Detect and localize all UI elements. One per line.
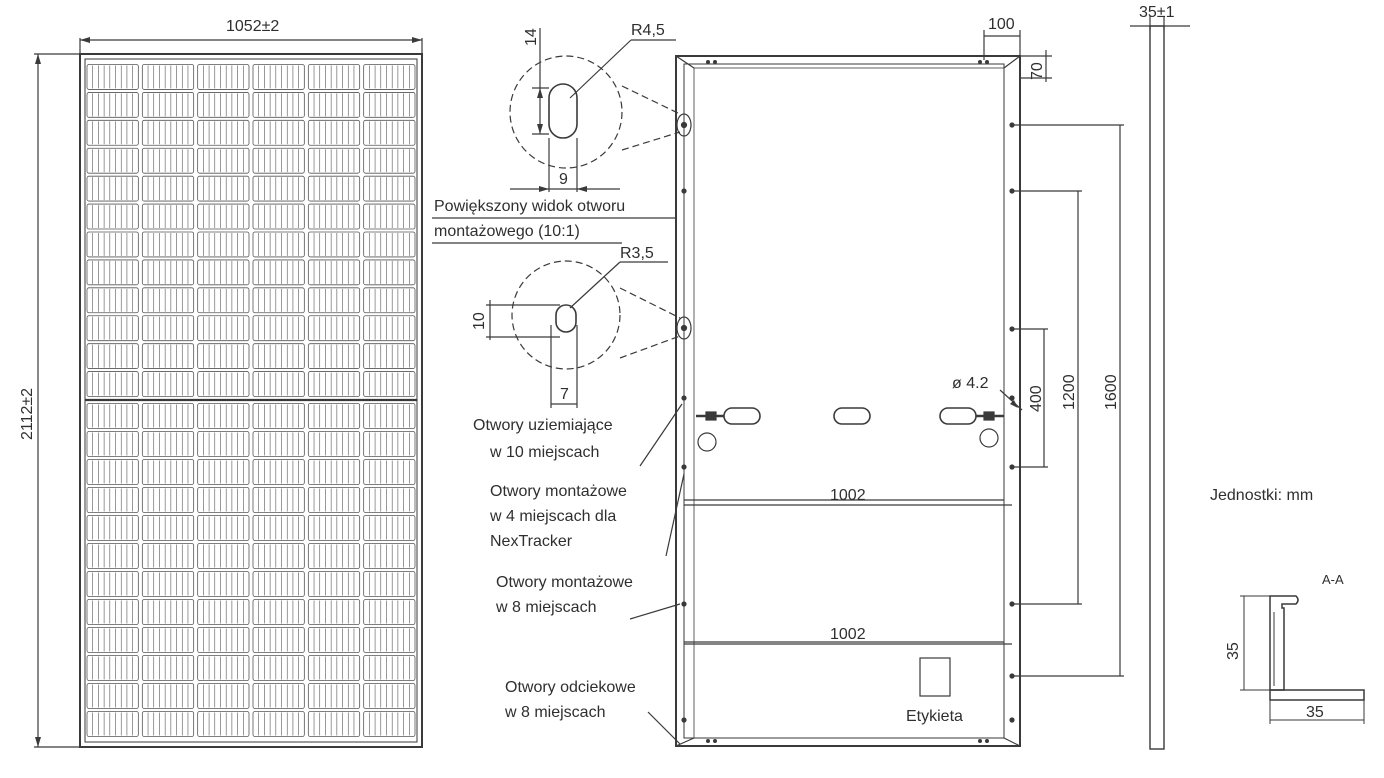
- detail-upper-height: 14: [523, 28, 540, 46]
- detail-caption-line1: Powiększony widok otworu: [434, 198, 626, 215]
- rear-top-offset: 100: [988, 16, 1015, 33]
- callout-grounding-2: w 10 miejscach: [490, 444, 600, 461]
- front-height-dim: 2112±2: [19, 387, 36, 440]
- section-height: 35: [1225, 642, 1242, 660]
- callout-drain-1: Otwory odciekowe: [505, 679, 636, 696]
- rear-dim-400: 400: [1028, 385, 1045, 412]
- rear-top-small: 70: [1029, 62, 1046, 80]
- detail-lower-width: 7: [560, 386, 569, 403]
- rear-width-upper: 1002: [830, 487, 866, 504]
- section-a-a: [1240, 595, 1365, 724]
- rear-dim-1600: 1600: [1103, 374, 1120, 410]
- front-view: [34, 38, 423, 748]
- callout-nextracker-1: Otwory montażowe: [490, 483, 627, 500]
- section-title: A-A: [1322, 572, 1344, 587]
- detail-lower-radius: R3,5: [620, 245, 654, 262]
- rear-view: [629, 30, 1124, 747]
- rear-dim-1200: 1200: [1061, 374, 1078, 410]
- detail-view-upper: [432, 28, 681, 244]
- detail-upper-width: 9: [559, 171, 568, 188]
- callout-grounding-1: Otwory uziemiające: [473, 417, 613, 434]
- section-width: 35: [1306, 704, 1324, 721]
- callout-nextracker-3: NexTracker: [490, 533, 573, 550]
- detail-view-lower: [486, 260, 681, 408]
- detail-upper-radius: R4,5: [631, 22, 665, 39]
- callout-mounting-2: w 8 miejscach: [496, 599, 597, 616]
- callout-drain-2: w 8 miejscach: [505, 704, 606, 721]
- side-view: [1130, 16, 1190, 750]
- side-thickness: 35±1: [1139, 4, 1175, 21]
- detail-lower-height: 10: [471, 312, 488, 330]
- front-width-dim: 1052±2: [226, 18, 280, 35]
- units-note: Jednostki: mm: [1210, 487, 1314, 504]
- rear-label-tag: Etykieta: [906, 708, 963, 725]
- callout-mounting-1: Otwory montażowe: [496, 574, 633, 591]
- detail-caption-line2: montażowego (10:1): [434, 223, 580, 240]
- rear-width-lower: 1002: [830, 626, 866, 643]
- rear-hole-dia: ø 4.2: [952, 375, 989, 392]
- callout-nextracker-2: w 4 miejscach dla: [490, 508, 617, 525]
- cell-grid: [86, 64, 416, 737]
